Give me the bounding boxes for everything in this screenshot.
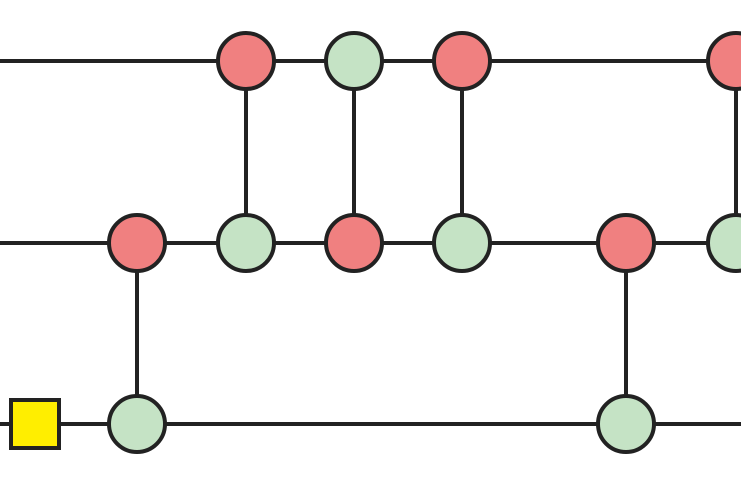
connections-layer	[135, 61, 738, 424]
red-spider-node-n7	[324, 213, 384, 273]
green-spider-node-n2	[324, 31, 384, 91]
red-spider-node-n1	[216, 31, 276, 91]
green-spider-node-n8	[432, 213, 492, 273]
green-spider-node-n10	[706, 213, 741, 273]
red-spider-node-n9	[596, 213, 656, 273]
green-spider-node-n11	[107, 394, 167, 454]
green-spider-node-n6	[216, 213, 276, 273]
green-spider-node-n12	[596, 394, 656, 454]
nodes-layer	[107, 31, 741, 454]
red-spider-node-n5	[107, 213, 167, 273]
yellow-box-b1	[9, 398, 61, 450]
red-spider-node-n4	[706, 31, 741, 91]
red-spider-node-n3	[432, 31, 492, 91]
boxes-layer	[9, 398, 61, 450]
